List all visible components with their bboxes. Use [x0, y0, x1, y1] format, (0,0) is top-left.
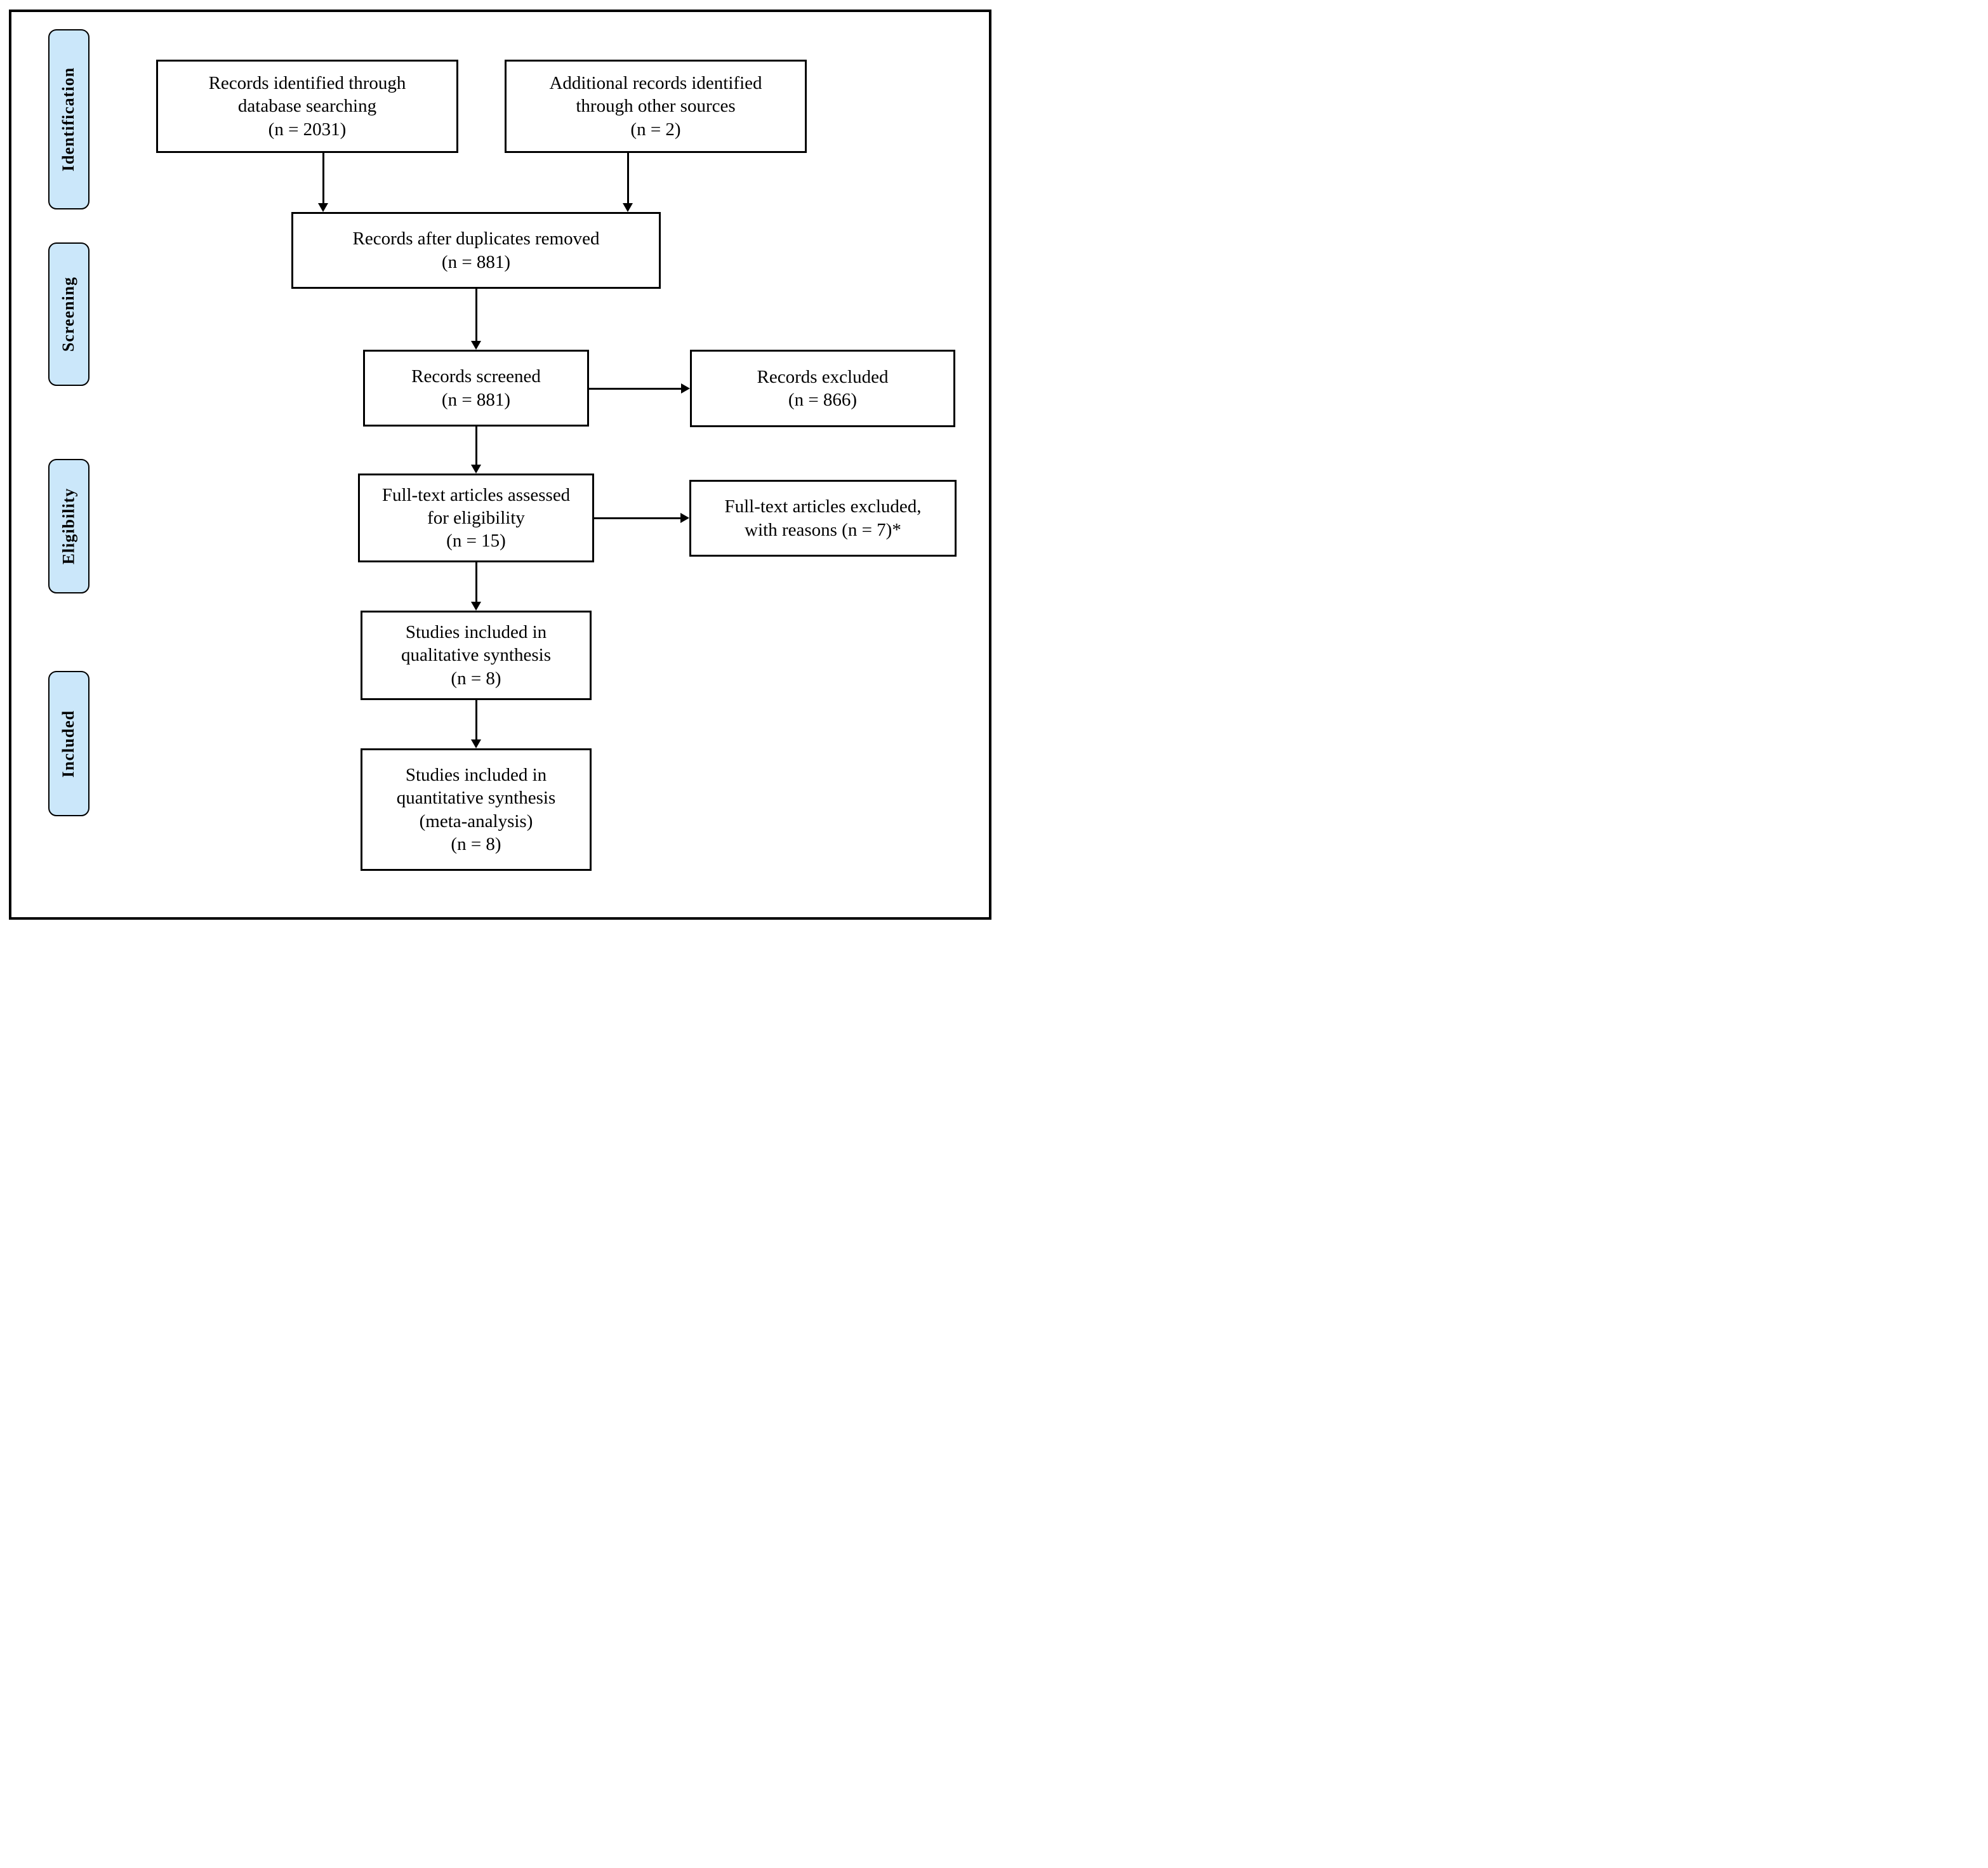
box-quantitative-included: Studies included in quantitative synthes…: [361, 748, 592, 871]
arrow-head-down-icon: [471, 602, 481, 611]
box-quantitative-included-text: Studies included in quantitative synthes…: [396, 765, 556, 854]
box-additional-records: Additional records identified through ot…: [505, 60, 807, 153]
prisma-flow-diagram: Identification Screening Eligibility Inc…: [0, 0, 994, 934]
arrow-shaft: [588, 387, 682, 390]
box-fulltext-excluded-text: Full-text articles excluded, with reason…: [724, 496, 922, 540]
arrow-head-down-icon: [623, 203, 633, 212]
arrow-screened-to-excluded: [588, 383, 690, 394]
box-after-duplicates: Records after duplicates removed (n = 88…: [291, 212, 661, 289]
arrow-head-down-icon: [318, 203, 328, 212]
arrow-shaft: [475, 699, 477, 741]
arrow-shaft: [475, 288, 477, 342]
stage-label-screening: Screening: [48, 242, 89, 386]
box-records-identified: Records identified through database sear…: [156, 60, 458, 153]
arrow-qualitative-to-quantitative: [471, 699, 481, 748]
arrow-fulltext-to-excluded: [593, 513, 689, 523]
box-records-excluded: Records excluded (n = 866): [690, 350, 955, 427]
arrow-head-down-icon: [471, 465, 481, 474]
arrow-head-right-icon: [680, 513, 689, 523]
box-fulltext-assessed-text: Full-text articles assessed for eligibil…: [381, 484, 571, 552]
arrow-additional-to-duplicates: [623, 151, 633, 212]
arrow-shaft: [475, 561, 477, 603]
stage-label-identification: Identification: [48, 29, 89, 209]
box-fulltext-excluded: Full-text articles excluded, with reason…: [689, 480, 957, 557]
arrow-screened-to-fulltext: [471, 425, 481, 474]
arrow-head-down-icon: [471, 341, 481, 350]
arrow-head-right-icon: [681, 383, 690, 394]
stage-label-included: Included: [48, 671, 89, 816]
box-qualitative-included-text: Studies included in qualitative synthesi…: [401, 622, 551, 689]
arrow-shaft: [593, 517, 682, 519]
arrow-head-down-icon: [471, 739, 481, 748]
box-qualitative-included: Studies included in qualitative synthesi…: [361, 611, 592, 700]
box-records-excluded-text: Records excluded (n = 866): [757, 366, 889, 410]
stage-label-screening-text: Screening: [59, 276, 78, 352]
outer-border: [9, 10, 991, 920]
box-after-duplicates-text: Records after duplicates removed (n = 88…: [352, 229, 600, 272]
arrow-shaft: [322, 151, 324, 204]
arrow-shaft: [626, 151, 629, 204]
arrow-identified-to-duplicates: [318, 151, 328, 212]
stage-label-eligibility-text: Eligibility: [59, 487, 78, 565]
stage-label-eligibility: Eligibility: [48, 459, 89, 593]
box-records-screened: Records screened (n = 881): [363, 350, 589, 427]
box-additional-records-text: Additional records identified through ot…: [549, 73, 762, 140]
arrow-shaft: [475, 425, 477, 466]
stage-label-identification-text: Identification: [59, 67, 78, 172]
box-fulltext-assessed: Full-text articles assessed for eligibil…: [358, 474, 594, 562]
arrow-fulltext-to-qualitative: [471, 561, 481, 611]
box-records-screened-text: Records screened (n = 881): [411, 366, 541, 410]
box-records-identified-text: Records identified through database sear…: [208, 73, 406, 140]
arrow-duplicates-to-screened: [471, 288, 481, 350]
stage-label-included-text: Included: [59, 710, 78, 778]
